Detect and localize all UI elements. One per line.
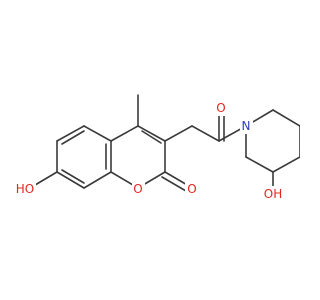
bond [164,125,193,142]
ketone-oxygen-bg [215,100,228,116]
bond [272,109,300,127]
phenol-oh-label: HO [16,182,34,196]
phenol-oh-bg [14,180,36,196]
bond [245,156,274,173]
atom-label-layer: HO O O O N OH [14,100,284,202]
bond [141,130,162,144]
molecule-structure: HO O O O N OH [14,94,300,202]
ring-oxygen-label: O [133,182,142,196]
tert-oh-label: OH [264,187,282,201]
tert-oh-bg [262,186,284,202]
bond [83,171,112,189]
ketone-oxygen-label: O [216,101,225,115]
bond [83,125,112,142]
bond [191,125,220,142]
structure-canvas: HO O O O N OH [14,94,300,202]
bond [110,125,139,142]
bond [161,176,187,192]
carbonyl-oxygen-bg [185,180,198,196]
bond [272,156,300,173]
amide-nitrogen-bg [240,118,253,134]
bond [61,169,85,184]
ring-oxygen-bg [132,180,145,196]
bond-layer [29,94,300,194]
bond [56,125,85,142]
carbonyl-oxygen-label: O [187,182,196,196]
bond [61,130,85,145]
bond [137,125,166,142]
bond [56,171,85,189]
amide-nitrogen-label: N [242,119,251,133]
